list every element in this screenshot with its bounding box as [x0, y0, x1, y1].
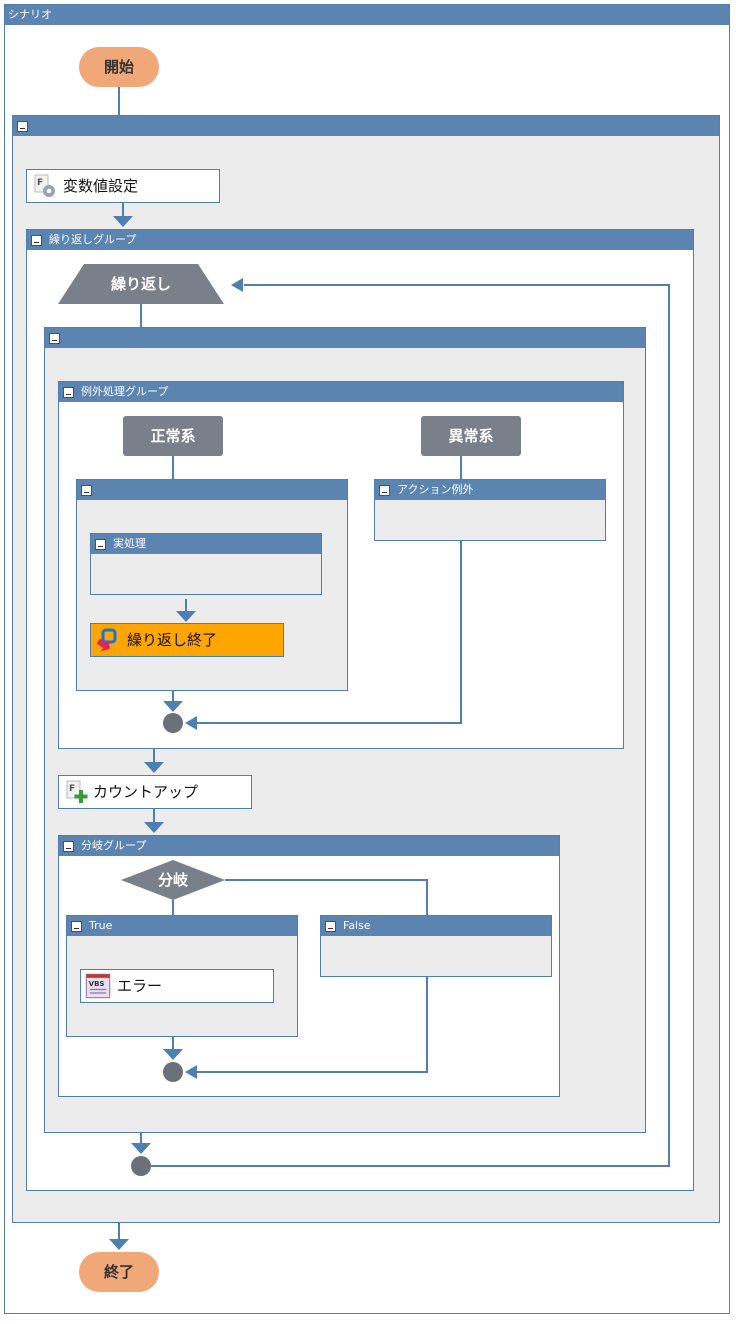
- loop-body-header: [45, 328, 645, 348]
- loop-group-title: 繰り返しグループ: [49, 233, 137, 246]
- real-process-header: 実処理: [91, 534, 321, 554]
- branch-group-header: 分岐グループ: [59, 836, 559, 856]
- error-action[interactable]: VBS エラー: [80, 969, 274, 1003]
- true-branch-title: True: [89, 919, 113, 932]
- branch-group-title: 分岐グループ: [81, 839, 147, 852]
- exception-group-collapse-button[interactable]: [63, 387, 74, 398]
- false-branch-group[interactable]: False: [320, 915, 552, 977]
- loop-group-collapse-button[interactable]: [31, 235, 42, 246]
- function-gear-icon: F: [34, 174, 55, 197]
- main-group-header: [13, 116, 719, 136]
- real-process-group[interactable]: 実処理: [90, 533, 322, 595]
- count-up-action[interactable]: F カウントアップ: [58, 775, 252, 809]
- real-process-title: 実処理: [113, 537, 146, 550]
- start-node[interactable]: 開始: [79, 47, 159, 87]
- main-group-collapse-button[interactable]: [17, 121, 28, 132]
- true-branch-header: True: [67, 916, 297, 936]
- end-node[interactable]: 終了: [79, 1252, 159, 1292]
- normal-path-collapse-button[interactable]: [81, 485, 92, 496]
- action-exception-group[interactable]: アクション例外: [374, 479, 606, 541]
- true-branch-collapse-button[interactable]: [71, 921, 82, 932]
- vbs-icon-text: VBS: [89, 980, 105, 988]
- action-exception-header: アクション例外: [375, 480, 605, 500]
- svg-text:F: F: [37, 178, 43, 188]
- loop-merge-point: [131, 1156, 151, 1176]
- false-branch-title: False: [343, 919, 371, 932]
- loop-end-label: 繰り返し終了: [127, 631, 218, 649]
- exception-merge-point: [163, 713, 183, 733]
- branch-group-collapse-button[interactable]: [63, 841, 74, 852]
- normal-path-node[interactable]: 正常系: [123, 416, 223, 456]
- error-action-label: エラー: [117, 977, 163, 995]
- exception-group-header: 例外処理グループ: [59, 382, 623, 402]
- scenario-title: シナリオ: [8, 8, 52, 21]
- svg-text:F: F: [69, 784, 75, 794]
- false-branch-header: False: [321, 916, 551, 936]
- vbs-script-icon: VBS: [85, 973, 111, 999]
- normal-path-header: [77, 480, 347, 500]
- branch-node-label: 分岐: [157, 871, 188, 889]
- loop-group-header: 繰り返しグループ: [27, 230, 693, 250]
- loop-exit-icon: [96, 628, 117, 652]
- exception-group-title: 例外処理グループ: [81, 385, 169, 398]
- set-variable-label: 変数値設定: [63, 177, 139, 195]
- loop-body-collapse-button[interactable]: [49, 333, 60, 344]
- loop-node-label: 繰り返し: [110, 275, 171, 293]
- action-exception-title: アクション例外: [397, 483, 474, 496]
- error-path-node[interactable]: 異常系: [421, 416, 521, 456]
- set-variable-action[interactable]: F 変数値設定: [26, 169, 220, 203]
- real-process-collapse-button[interactable]: [95, 539, 106, 550]
- branch-merge-point: [163, 1062, 183, 1082]
- count-up-label: カウントアップ: [93, 783, 199, 801]
- function-add-icon: F: [66, 780, 88, 803]
- loop-end-action[interactable]: 繰り返し終了: [90, 623, 284, 657]
- action-exception-collapse-button[interactable]: [379, 485, 390, 496]
- scenario-header: シナリオ: [5, 5, 729, 25]
- false-branch-collapse-button[interactable]: [325, 921, 336, 932]
